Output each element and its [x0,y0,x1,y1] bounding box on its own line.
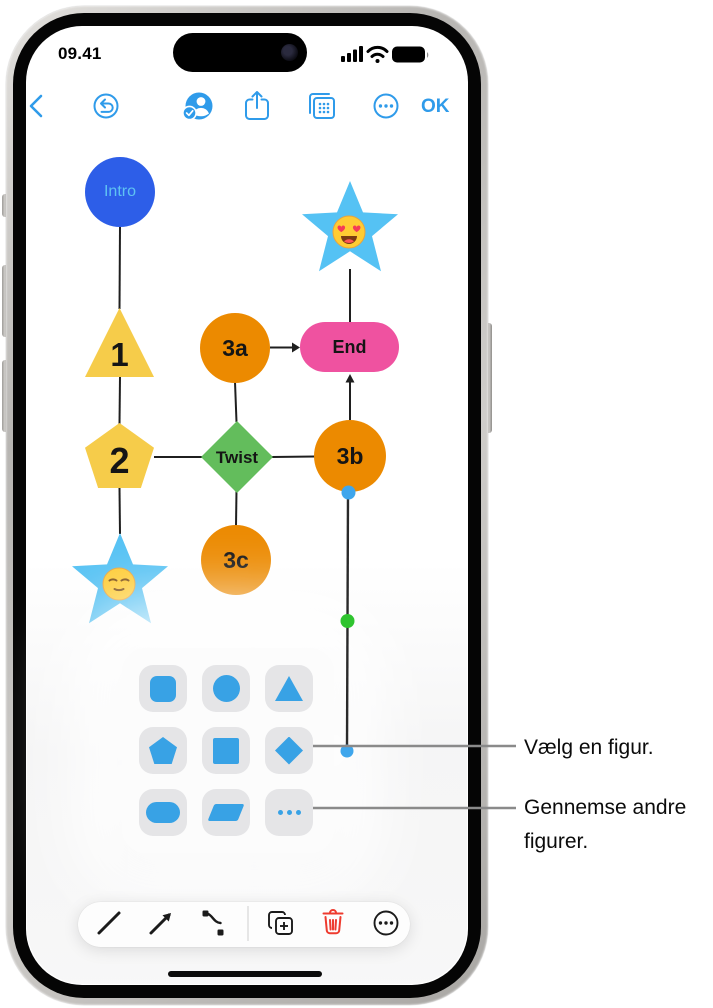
wifi-icon [366,45,389,63]
circle-icon [212,675,240,702]
callout-browse-shapes: Gennemse andre figurer. [524,796,687,853]
delete-icon [322,909,344,935]
boards-icon [309,93,335,119]
shape-option-oval[interactable] [139,789,187,836]
power-button [485,323,492,433]
arrow-tool-icon [149,913,171,935]
shape-picker-grid [139,665,313,836]
connector-start-handle [341,485,356,500]
node-3b-label: 3b [336,442,364,469]
node-end[interactable]: End [300,322,399,372]
connector-tool-icon [202,910,224,936]
node-3c-label: 3c [223,546,249,573]
volume-up-button [2,265,9,337]
oval-icon [146,802,180,823]
bottom-toolbar [78,902,410,947]
connector-end-handle [340,744,354,758]
battery-icon [392,46,429,63]
back-chevron-icon [29,94,43,118]
connector-mid-handle [340,614,355,628]
shape-option-parallelogram[interactable] [202,789,250,836]
action-button [2,194,9,217]
node-3a-label: 3a [222,334,248,361]
shape-option-rounded-square[interactable] [139,665,187,712]
node-3c[interactable]: 3c [201,525,271,595]
status-time: 09.41 [58,44,102,63]
relieved-emoji [102,567,136,601]
node-twist-label: Twist [215,447,259,467]
shape-option-square[interactable] [202,727,250,774]
square-icon [213,737,239,764]
dynamic-island [173,33,307,72]
front-camera [281,44,298,61]
more-shapes-icon [277,810,301,815]
node-step2-label: 2 [109,439,130,481]
home-indicator[interactable] [168,971,322,977]
shape-option-circle[interactable] [202,665,250,712]
shape-option-triangle[interactable] [265,665,313,712]
node-3a[interactable]: 3a [200,313,270,383]
share-icon [245,91,269,120]
shape-option-diamond[interactable] [265,727,313,774]
ok-button[interactable]: OK [421,96,450,117]
cellular-signal-icon [341,46,363,62]
node-intro[interactable]: Intro [85,157,155,227]
duplicate-icon [268,911,293,935]
toolbar-more-icon [373,910,399,936]
node-3b[interactable]: 3b [314,420,386,492]
node-end-label: End [332,337,367,357]
undo-icon [93,93,119,119]
collaborate-icon [182,92,213,121]
heart-eyes-emoji [332,215,366,249]
more-icon [373,93,399,119]
node-intro-label: Intro [103,183,136,200]
shape-option-pentagon[interactable] [139,727,187,774]
shape-option-more[interactable] [265,789,313,836]
line-tool-icon [97,911,121,935]
volume-down-button [2,360,9,432]
node-step1-label: 1 [110,336,129,373]
callout-choose-shape: Vælg en figur. [524,736,654,759]
rounded-square-icon [150,675,176,702]
